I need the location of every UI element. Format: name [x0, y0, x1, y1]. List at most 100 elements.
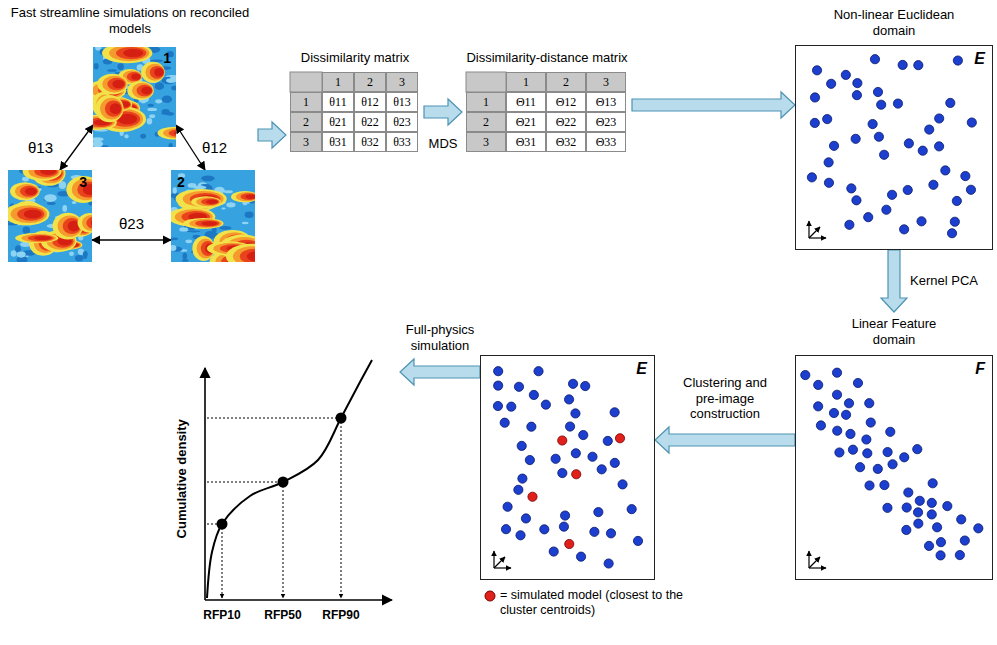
model-dot: [863, 449, 872, 458]
model-dot: [521, 514, 530, 523]
model-dot: [929, 180, 938, 189]
model-dot: [925, 125, 934, 134]
domain-box: Non-linear Euclidean domainE: [795, 5, 993, 250]
model-dot: [610, 408, 619, 417]
model-dot: [851, 134, 860, 143]
domain-frame: [480, 355, 655, 580]
model-dot: [974, 524, 983, 533]
simulated-model-dot: [572, 470, 581, 479]
model-dot: [934, 142, 943, 151]
table-cell: θ22: [354, 112, 386, 132]
model-dot: [514, 485, 523, 494]
domain-box: Linear Feature domainF: [795, 312, 993, 580]
model-dot: [955, 550, 964, 559]
node-heading: Fast streamline simulations on reconcile…: [5, 5, 255, 36]
model-dot: [880, 480, 889, 489]
model-dot: [565, 422, 574, 431]
domain-frame: [795, 355, 993, 580]
simulated-model-dot: [528, 492, 537, 501]
model-dot: [801, 370, 810, 379]
model-dot: [503, 502, 512, 511]
domain-letter: E: [974, 49, 985, 68]
model-dot: [814, 380, 823, 389]
model-dot: [936, 551, 945, 560]
model-dot: [865, 399, 874, 408]
model-dot: [558, 468, 567, 477]
cdf-chart: Cumulative density: [160, 362, 400, 632]
table-cell: θ13: [386, 92, 418, 112]
model-dot: [853, 378, 862, 387]
model-dot: [893, 99, 902, 108]
simulated-model-dot: [558, 436, 567, 445]
node-heading: Linear Feature domain: [839, 316, 949, 347]
domain-frame: [795, 45, 993, 250]
model-dot: [844, 399, 853, 408]
model-dot: [564, 395, 573, 404]
model-dot: [915, 496, 924, 505]
model-dot: [816, 421, 825, 430]
model-dot: [927, 498, 936, 507]
model-dot: [606, 529, 615, 538]
model-dot: [924, 541, 933, 550]
model-dot: [517, 441, 526, 450]
domain-box: E: [480, 355, 655, 580]
model-dot: [918, 146, 927, 155]
model-dot: [862, 435, 871, 444]
model-dot: [833, 426, 842, 435]
table-cell: Θ11: [506, 92, 546, 112]
model-image: 1: [93, 47, 176, 147]
model-dot: [961, 171, 970, 180]
model-dot: [946, 98, 955, 107]
model-dot: [864, 213, 873, 222]
model-dot: [960, 536, 969, 545]
model-dot: [953, 56, 962, 65]
model-dot: [581, 381, 590, 390]
model-dot: [507, 402, 516, 411]
table-cell: Θ13: [586, 92, 626, 112]
model-dot: [950, 217, 959, 226]
model-dot: [900, 225, 909, 234]
model-dot: [597, 465, 606, 474]
model-dot: [829, 408, 838, 417]
model-image: 2: [171, 170, 255, 262]
model-dot: [883, 503, 892, 512]
model-dot: [541, 400, 550, 409]
table-cell: θ32: [354, 132, 386, 152]
flow-arrow: [881, 250, 907, 312]
flow-arrow: [632, 92, 795, 118]
model-dot: [501, 525, 510, 534]
model-dot: [549, 547, 558, 556]
model-dot: [917, 217, 926, 226]
model-dot: [559, 522, 568, 531]
model-dot: [827, 79, 836, 88]
model-number: 3: [79, 174, 87, 191]
model-dot: [571, 449, 580, 458]
model-dot: [932, 523, 941, 532]
model-dot: [525, 455, 534, 464]
model-dot: [941, 166, 950, 175]
model-dot: [902, 525, 911, 534]
model-dot: [873, 87, 882, 96]
simulated-model-dot: [615, 434, 624, 443]
model-dot: [855, 463, 864, 472]
model-dot: [529, 390, 538, 399]
model-dot: [904, 488, 913, 497]
model-dot: [848, 445, 857, 454]
model-dot: [913, 445, 922, 454]
table-header-cell: 2: [354, 72, 386, 92]
axis-icon: [809, 221, 826, 238]
model-dot: [527, 422, 536, 431]
table-header-cell: 3: [290, 132, 322, 152]
axis-tick-label: RFP90: [322, 608, 359, 622]
table-header-cell: 3: [586, 72, 626, 92]
model-dot: [823, 114, 832, 123]
model-dot: [579, 430, 588, 439]
axis-tick-label: RFP50: [264, 608, 301, 622]
model-dot: [957, 515, 966, 524]
table-cell: θ33: [386, 132, 418, 152]
cdf-plot: [205, 360, 392, 600]
model-dot: [610, 458, 619, 467]
model-dot: [494, 367, 503, 376]
model-dot: [913, 508, 922, 517]
table-header-cell: 1: [466, 92, 506, 112]
